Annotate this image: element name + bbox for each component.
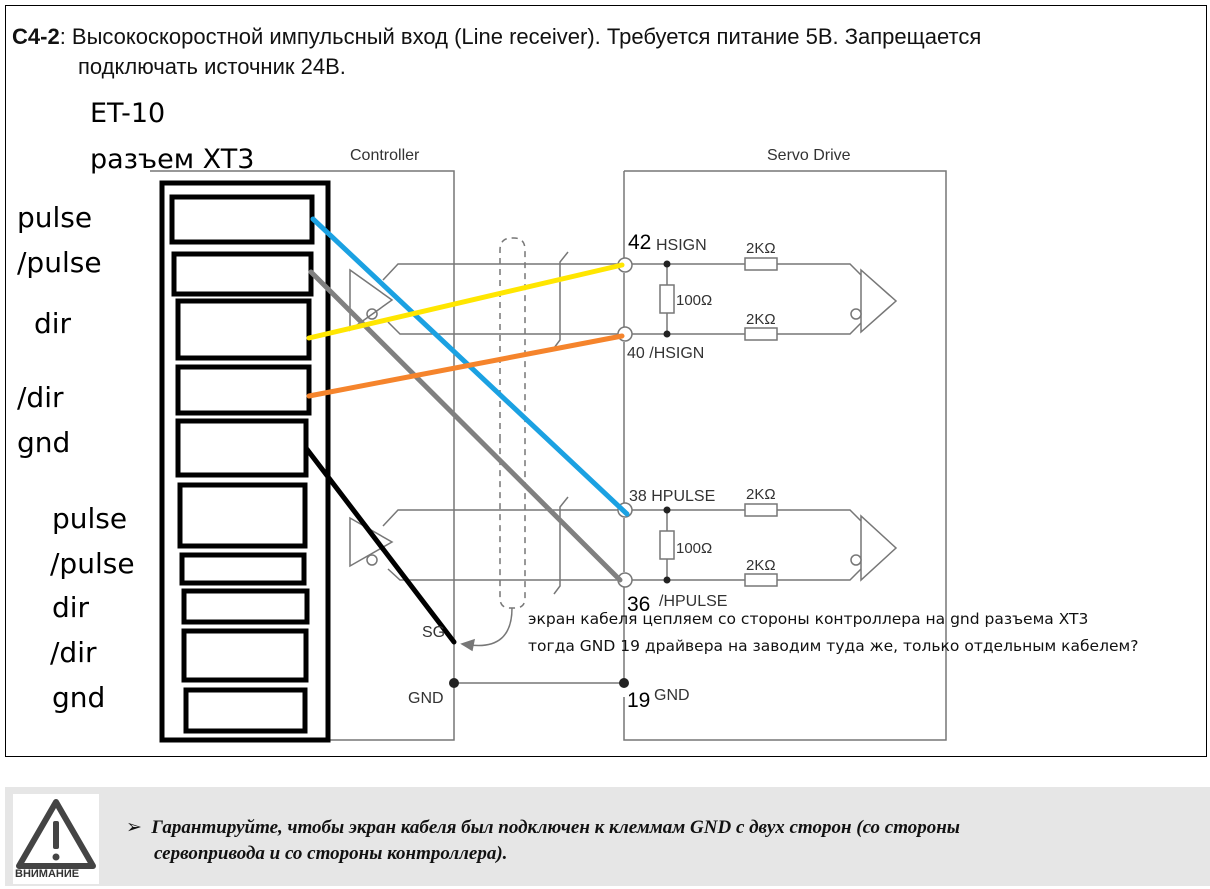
resistor-100-lower [659, 530, 675, 560]
pin-36-name: /HPULSE [659, 593, 727, 610]
xt3-pin-7 [179, 552, 307, 586]
resistor-label: 100Ω [676, 292, 712, 309]
servo-gnd-dot [619, 678, 629, 688]
signal-label-pulse: pulse [17, 201, 93, 234]
servo-box [623, 170, 947, 741]
section-code: C4-2 [12, 24, 60, 49]
line-driver-lower [349, 516, 394, 568]
resistor-label: 2KΩ [746, 311, 776, 328]
warning-icon: ВНИМАНИЕ [13, 794, 99, 884]
controller-box [150, 170, 455, 741]
pin-38-label: 38 HPULSE [629, 488, 715, 505]
caution-line-2: сервопривода и со стороны контроллера). [154, 843, 508, 864]
signal-label-gnd: gnd [17, 426, 71, 459]
xt3-pin-9 [181, 628, 309, 683]
controller-gnd-dot [449, 678, 459, 688]
section-description: : Высокоскоростной импульсный вход (Line… [59, 24, 982, 49]
wire-gnd [303, 445, 457, 645]
annotation-line-2: тогда GND 19 драйвера на заводим туда же… [528, 637, 1139, 655]
bullet-icon: ➢ [126, 817, 142, 838]
signal-label-gnd-2: gnd [52, 681, 106, 714]
xt3-pin-3 [175, 298, 312, 361]
caution-text: ➢ Гарантируйте, чтобы экран кабеля был п… [126, 815, 960, 867]
pin-42-number: 42 [628, 231, 651, 254]
connector-name: разъем XT3 [90, 144, 255, 175]
resistor-2k-upper-a [744, 257, 778, 271]
section-description-line2: подключать источник 24В. [78, 54, 346, 79]
warning-triangle-icon [16, 799, 96, 869]
line-receiver-upper [860, 268, 898, 334]
signal-label-dir-2: dir [52, 591, 90, 624]
signal-label-npulse: /pulse [17, 246, 102, 279]
pin-19-number: 19 [627, 689, 650, 712]
resistor-100-upper [659, 284, 675, 314]
wire-ndir [306, 333, 625, 399]
sg-label: SG [422, 624, 445, 641]
signal-label-dir: dir [34, 307, 72, 340]
wire-group [303, 216, 630, 645]
xt3-connector [159, 180, 331, 743]
line-driver-upper [349, 268, 394, 332]
junction-dots [449, 260, 671, 688]
resistor-label: 2KΩ [746, 557, 776, 574]
connector-model: ET-10 [90, 98, 166, 129]
controller-gnd-label: GND [408, 690, 444, 707]
caution-box [5, 787, 1210, 886]
pin-19-name: GND [654, 687, 690, 704]
diagram-frame [5, 5, 1207, 757]
xt3-pin-5 [175, 418, 309, 478]
resistor-label: 2KΩ [746, 240, 776, 257]
wire-npulse [308, 269, 623, 583]
pin-40-label: 40 /HSIGN [627, 345, 704, 362]
resistor-label: 2KΩ [746, 486, 776, 503]
section-header: C4-2: Высокоскоростной импульсный вход (… [12, 22, 981, 82]
pin-42-name: HSIGN [656, 237, 707, 254]
wire-dir [306, 262, 625, 341]
resistor-2k-upper-b [744, 327, 778, 341]
resistor-2k-lower-b [744, 573, 778, 587]
xt3-pin-4 [175, 364, 312, 416]
controller-label: Controller [350, 147, 420, 164]
xt3-pin-6 [177, 482, 308, 549]
xt3-pin-2 [171, 251, 314, 297]
signal-label-ndir-2: /dir [50, 636, 97, 669]
resistor-2k-lower-a [744, 503, 778, 517]
caution-line-1: Гарантируйте, чтобы экран кабеля был под… [151, 817, 960, 838]
cable-shield [499, 237, 526, 609]
xt3-pin-8 [181, 588, 310, 625]
line-receiver-lower [860, 514, 898, 582]
signal-label-ndir: /dir [17, 381, 64, 414]
warning-label: ВНИМАНИЕ [15, 868, 80, 880]
signal-label-pulse-2: pulse [52, 502, 128, 535]
xt3-pin-10 [183, 687, 308, 734]
xt3-pin-1 [169, 194, 315, 245]
annotation-line-1: экран кабеля цепляем со стороны контролл… [528, 610, 1089, 628]
circuit-schematic [150, 170, 947, 741]
pin-36-number: 36 [627, 593, 650, 616]
resistor-label: 100Ω [676, 540, 712, 557]
signal-label-npulse-2: /pulse [50, 547, 135, 580]
servo-drive-label: Servo Drive [767, 147, 851, 164]
